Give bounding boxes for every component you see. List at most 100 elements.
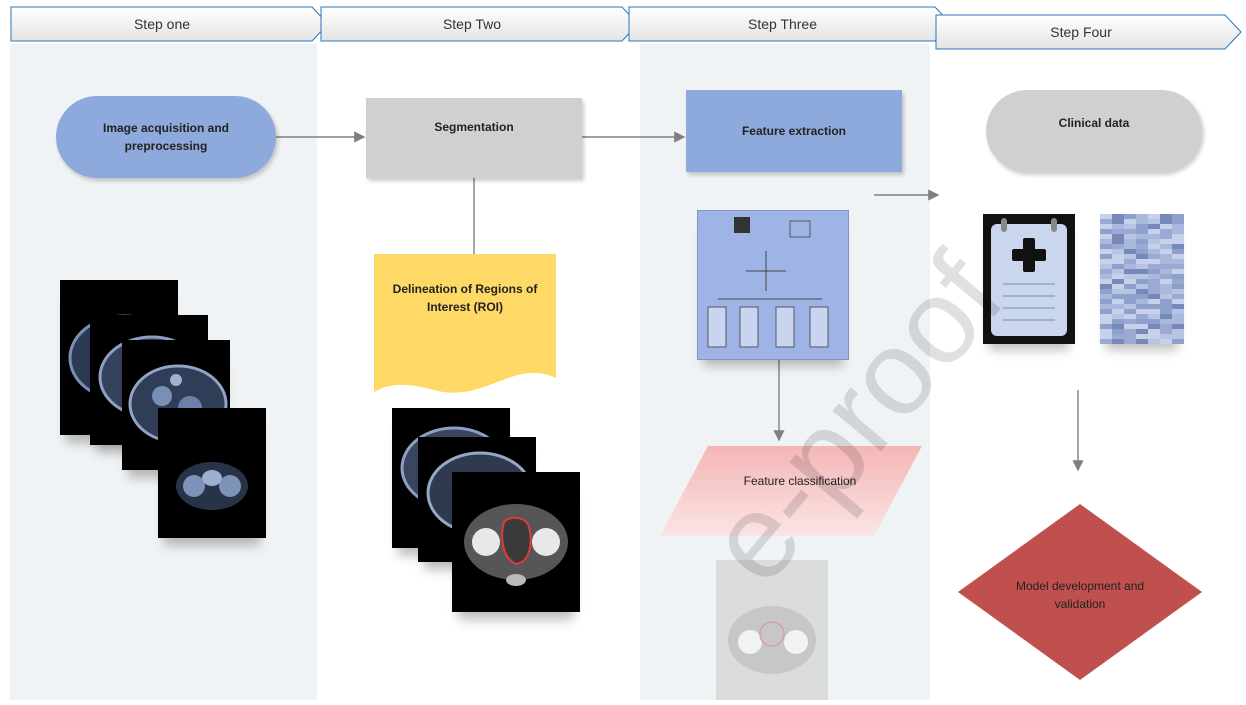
matrix-cell (1172, 234, 1184, 239)
matrix-cell (1148, 274, 1160, 279)
matrix-cell (1112, 334, 1124, 339)
matrix-cell (1160, 244, 1172, 249)
matrix-cell (1172, 244, 1184, 249)
matrix-cell (1160, 249, 1172, 254)
matrix-cell (1148, 224, 1160, 229)
matrix-cell (1124, 339, 1136, 344)
matrix-cell (1100, 324, 1112, 329)
matrix-cell (1100, 234, 1112, 239)
matrix-cell (1136, 284, 1148, 289)
delineation-doc-shape (374, 254, 556, 393)
matrix-cell (1160, 259, 1172, 264)
matrix-cell (1100, 314, 1112, 319)
matrix-cell (1148, 259, 1160, 264)
matrix-cell (1112, 264, 1124, 269)
matrix-cell (1112, 339, 1124, 344)
matrix-cell (1100, 274, 1112, 279)
model-development-shape (958, 504, 1202, 680)
matrix-cell (1124, 334, 1136, 339)
matrix-cell (1136, 269, 1148, 274)
matrix-cell (1124, 269, 1136, 274)
matrix-cell (1172, 319, 1184, 324)
matrix-cell (1160, 284, 1172, 289)
matrix-cell (1136, 314, 1148, 319)
step-label: Step Three (747, 16, 817, 32)
matrix-cell (1136, 234, 1148, 239)
matrix-cell (1160, 304, 1172, 309)
matrix-cell (1124, 279, 1136, 284)
matrix-cell (1112, 279, 1124, 284)
matrix-cell (1160, 239, 1172, 244)
clinical-data-node: Clinical data (986, 90, 1202, 172)
matrix-cell (1112, 324, 1124, 329)
matrix-cell (1112, 309, 1124, 314)
feature-classification-node: Feature classification (700, 456, 900, 506)
matrix-cell (1136, 229, 1148, 234)
matrix-cell (1148, 284, 1160, 289)
matrix-cell (1100, 284, 1112, 289)
matrix-cell (1136, 334, 1148, 339)
matrix-cell (1100, 289, 1112, 294)
matrix-cell (1124, 254, 1136, 259)
matrix-cell (1112, 284, 1124, 289)
matrix-cell (1100, 254, 1112, 259)
matrix-cell (1136, 219, 1148, 224)
matrix-cell (1100, 309, 1112, 314)
matrix-cell (1112, 239, 1124, 244)
matrix-cell (1172, 334, 1184, 339)
matrix-cell (1172, 314, 1184, 319)
matrix-cell (1100, 219, 1112, 224)
matrix-cell (1172, 329, 1184, 334)
delineation-label: Delineation of Regions of Interest (ROI) (392, 282, 538, 314)
step-header-four: Step Four (935, 14, 1243, 50)
matrix-cell (1148, 234, 1160, 239)
matrix-cell (1124, 219, 1136, 224)
matrix-cell (1124, 324, 1136, 329)
matrix-cell (1100, 299, 1112, 304)
matrix-cell (1160, 269, 1172, 274)
matrix-cell (1124, 239, 1136, 244)
matrix-cell (1172, 229, 1184, 234)
matrix-cell (1172, 284, 1184, 289)
matrix-cell (1124, 264, 1136, 269)
matrix-cell (1124, 249, 1136, 254)
matrix-cell (1172, 294, 1184, 299)
matrix-cell (1100, 319, 1112, 324)
matrix-cell (1124, 299, 1136, 304)
matrix-cell (1100, 304, 1112, 309)
matrix-cell (1112, 289, 1124, 294)
matrix-cell (1160, 224, 1172, 229)
matrix-cell (1160, 234, 1172, 239)
matrix-cell (1136, 264, 1148, 269)
matrix-cell (1100, 249, 1112, 254)
matrix-cell (1112, 214, 1124, 219)
matrix-cell (1112, 329, 1124, 334)
matrix-cell (1136, 249, 1148, 254)
model-development-label: Model development and validation (1015, 579, 1145, 611)
matrix-cell (1124, 329, 1136, 334)
step-header-three: Step Three (628, 6, 953, 42)
image-acquisition-label: Image acquisition and preprocessing (102, 121, 230, 153)
matrix-cell (1172, 254, 1184, 259)
matrix-cell (1136, 324, 1148, 329)
matrix-cell (1160, 334, 1172, 339)
matrix-cell (1172, 219, 1184, 224)
matrix-cell (1100, 214, 1112, 219)
matrix-cell (1160, 294, 1172, 299)
matrix-cell (1160, 219, 1172, 224)
matrix-cell (1172, 274, 1184, 279)
matrix-cell (1148, 314, 1160, 319)
matrix-cell (1136, 299, 1148, 304)
matrix-cell (1112, 299, 1124, 304)
matrix-cell (1124, 244, 1136, 249)
matrix-cell (1100, 334, 1112, 339)
matrix-cell (1160, 289, 1172, 294)
matrix-cell (1148, 289, 1160, 294)
step-label: Step Two (442, 16, 502, 32)
matrix-cell (1136, 254, 1148, 259)
segmentation-label: Segmentation (434, 120, 514, 134)
matrix-cell (1100, 229, 1112, 234)
matrix-cell (1172, 324, 1184, 329)
matrix-cell (1172, 214, 1184, 219)
